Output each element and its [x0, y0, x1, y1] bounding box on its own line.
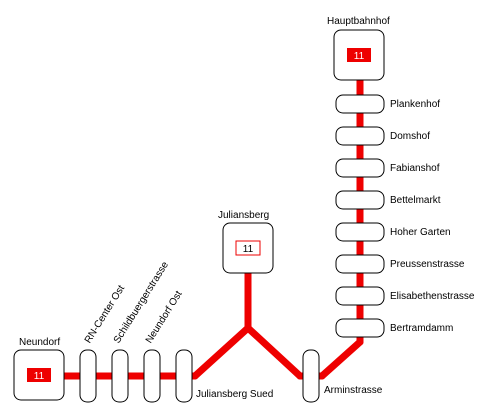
station-label-bettelmarkt: Bettelmarkt — [390, 195, 441, 206]
station-label-elisabethenstrasse: Elisabethenstrasse — [390, 291, 475, 302]
terminal-markers: 11 11 11 — [13, 29, 385, 401]
station-label-hoher-garten: Hoher Garten — [390, 227, 451, 238]
station-marker-schildbuergerstrasse[interactable] — [111, 349, 129, 403]
station-marker-preussenstrasse[interactable] — [335, 254, 385, 274]
track-fork-to-juliansberg-sued — [191, 324, 252, 380]
station-marker-elisabethenstrasse[interactable] — [335, 286, 385, 306]
terminal-label-hauptbahnhof: Hauptbahnhof — [327, 16, 390, 27]
station-markers — [79, 94, 385, 403]
station-marker-plankenhof[interactable] — [335, 94, 385, 114]
line-badge-hauptbahnhof — [347, 48, 371, 62]
station-marker-fabianshof[interactable] — [335, 158, 385, 178]
station-marker-bertramdamm[interactable] — [335, 318, 385, 338]
station-label-preussenstrasse: Preussenstrasse — [390, 259, 465, 270]
station-label-arminstrasse: Arminstrasse — [324, 385, 383, 396]
track-arminstrasse-to-fork — [244, 324, 304, 380]
station-marker-bettelmarkt[interactable] — [335, 190, 385, 210]
line-number-neundorf: 11 — [34, 371, 45, 382]
station-marker-juliansberg-sued[interactable] — [175, 349, 193, 403]
station-label-plankenhof: Plankenhof — [390, 99, 441, 110]
line-number-hauptbahnhof: 11 — [354, 51, 365, 62]
line-track — [34, 52, 364, 380]
line-badge-juliansberg — [235, 240, 261, 256]
station-marker-arminstrasse[interactable] — [302, 349, 320, 403]
track-arminstrasse-junction — [318, 338, 364, 380]
line-number-juliansberg: 11 — [243, 244, 254, 255]
terminal-label-juliansberg: Juliansberg — [218, 210, 270, 221]
station-label-domshof: Domshof — [390, 131, 431, 142]
station-label-bertramdamm: Bertramdamm — [390, 323, 454, 334]
station-marker-domshof[interactable] — [335, 126, 385, 146]
station-marker-rn-center-ost[interactable] — [79, 349, 97, 403]
station-label-juliansberg-sued: Juliansberg Sued — [196, 389, 274, 400]
line-badge-neundorf — [27, 368, 51, 382]
station-marker-neundorf-ost[interactable] — [143, 349, 161, 403]
station-label-fabianshof: Fabianshof — [390, 163, 440, 174]
station-marker-hoher-garten[interactable] — [335, 222, 385, 242]
terminal-label-neundorf: Neundorf — [19, 337, 61, 348]
